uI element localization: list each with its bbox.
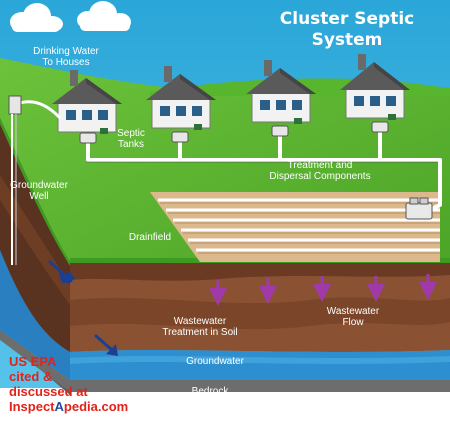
cloud-left [10,3,63,32]
grass-edge [0,118,70,266]
label-wastewater-treatment: Wastewater Treatment in Soil [150,316,250,338]
label-wastewater-treatment-line1: Wastewater [173,316,227,327]
drainfield-pipe-shadows [160,202,440,254]
label-drinking-water-line2: To Houses [42,57,90,68]
label-treatment: Treatment and Dispersal Components [250,160,390,182]
house-icon-3 [246,60,316,124]
label-septic-tanks-line1: Septic [117,128,145,139]
soil-side-band [0,175,70,305]
label-drinking-water: Drinking Water To Houses [16,46,116,68]
soil-top-band [70,262,450,281]
house-icon-1 [52,70,122,134]
label-septic-tanks: Septic Tanks [108,128,154,150]
treatment-unit-icon [405,197,433,220]
source-credit: US EPA cited & discussed at InspectApedi… [9,354,128,414]
label-septic-tanks-line2: Tanks [117,139,145,150]
label-treatment-line1: Treatment and [287,160,353,171]
credit-line-2: cited & [9,369,53,384]
house-icon-2 [146,66,216,130]
title-line-1: Cluster Septic [279,9,415,29]
groundwater-flow-arrow-lines [48,260,114,352]
credit-site: InspectApedia.com [9,399,128,414]
house-icon-4 [340,54,410,120]
diagram-title: Cluster Septic System [272,9,422,51]
credit-site-highlight: A [54,399,64,414]
credit-line-1: US EPA [9,354,57,369]
well-icon [8,95,22,265]
groundwater-arrowheads [60,270,118,356]
label-drainfield: Drainfield [128,232,172,243]
cloud-right [77,1,131,31]
title-line-2: System [311,30,383,50]
soil-band-mid [70,297,450,330]
septic-tank-icon [79,121,389,144]
drainfield-pipes [158,198,440,252]
label-treatment-line2: Dispersal Components [269,171,371,182]
label-groundwater-well-line2: Well [29,191,49,202]
groundwater-highlight [70,356,450,364]
credit-site-pre: Inspect [9,399,55,414]
label-bedrock: Bedrock [191,386,229,397]
label-drinking-water-line1: Drinking Water [33,46,99,57]
label-wastewater-flow: Wastewater Flow [318,306,388,328]
wastewater-flow-arrows [209,274,437,306]
label-wastewater-treatment-line2: Treatment in Soil [162,327,238,338]
credit-site-post: pedia.com [63,399,129,414]
credit-line-3: discussed at [9,384,88,399]
label-wastewater-flow-line1: Wastewater [326,306,380,317]
groundwater-layer-side [0,250,70,380]
label-groundwater-well-line1: Groundwater [10,180,68,191]
label-groundwater-well: Groundwater Well [6,180,72,202]
label-wastewater-flow-line2: Flow [342,317,364,328]
background-white [0,388,450,423]
label-groundwater: Groundwater [186,356,244,367]
bedrock-layer [0,330,450,392]
